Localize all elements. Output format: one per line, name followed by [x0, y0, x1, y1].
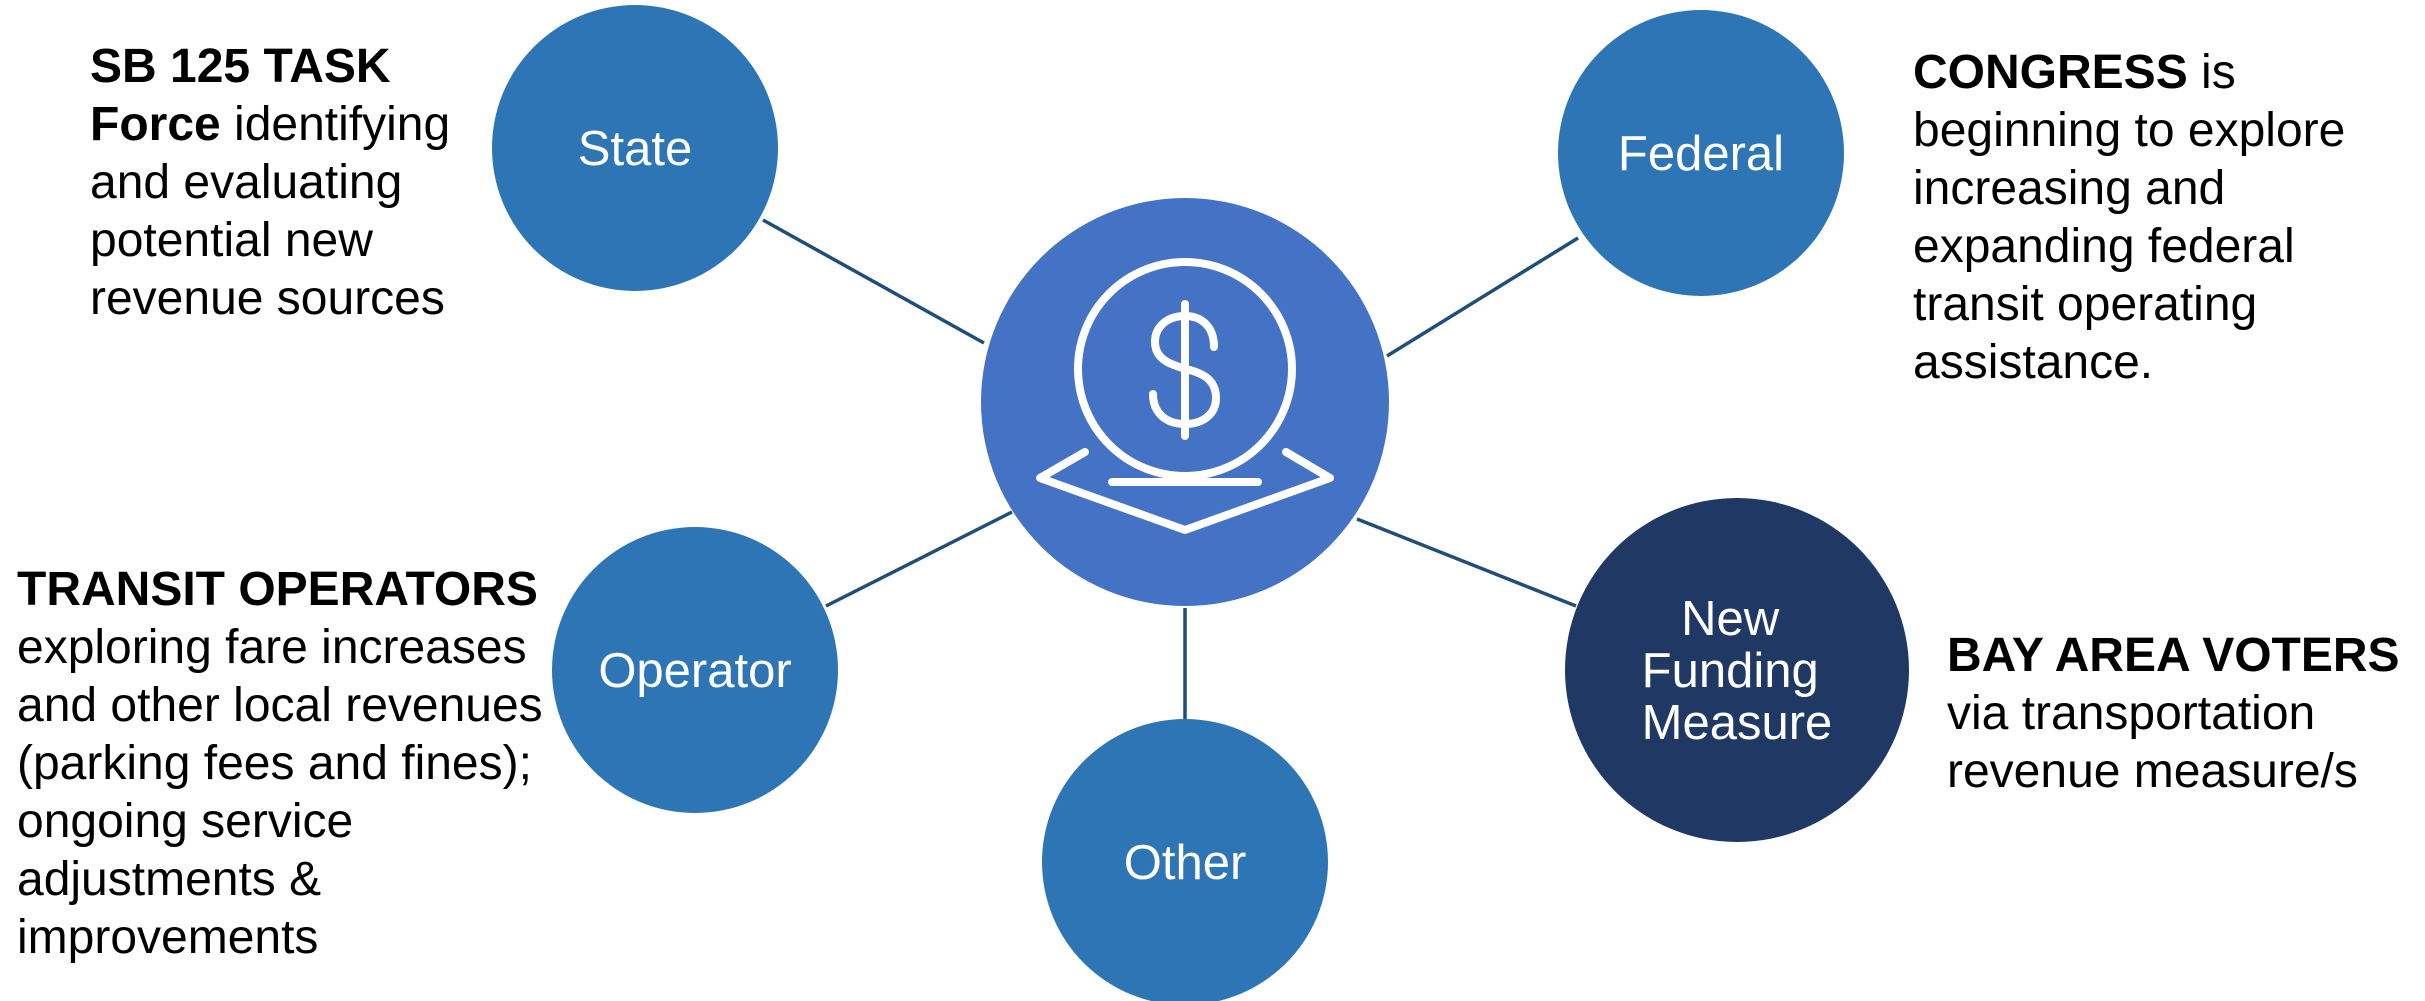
- description-lead: SB 125 TASK Force: [90, 40, 391, 151]
- node-circle: [1565, 498, 1909, 842]
- node-circle: [1042, 719, 1328, 1001]
- connector-state: [762, 218, 985, 345]
- node-federal: Federal: [1558, 10, 1844, 296]
- connector-new-funding-measure: [1356, 517, 1577, 608]
- description-text: is beginning to explore increasing and e…: [1913, 46, 2346, 389]
- connector-operator: [825, 510, 1013, 608]
- node-new-funding-measure: New Funding Measure: [1565, 498, 1909, 842]
- description-text: identifying and evaluating potential new…: [90, 98, 451, 325]
- node-operator: Operator: [552, 527, 838, 813]
- node-state: State: [492, 5, 778, 291]
- node-circle: [1558, 10, 1844, 296]
- description-state: SB 125 TASK Force identifying and evalua…: [90, 38, 490, 328]
- description-lead: TRANSIT OPERATORS: [17, 563, 538, 616]
- connectors: [762, 218, 1579, 722]
- node-other: Other: [1042, 719, 1328, 1001]
- dollar-coin-icon: [1036, 258, 1334, 534]
- node-circle: [492, 5, 778, 291]
- node-label-new-funding-measure: New Funding Measure: [1642, 592, 1833, 750]
- description-lead: BAY AREA VOTERS: [1947, 629, 2400, 682]
- hub: [981, 198, 1389, 606]
- description-federal: CONGRESS is beginning to explore increas…: [1913, 44, 2373, 392]
- node-label-other: Other: [1124, 836, 1247, 890]
- node-circle: [552, 527, 838, 813]
- connector-federal: [1386, 236, 1579, 358]
- node-label-state: State: [578, 122, 692, 176]
- node-label-operator: Operator: [598, 644, 791, 698]
- description-text: exploring fare increases and other local…: [17, 621, 543, 964]
- node-label-federal: Federal: [1618, 127, 1784, 181]
- node-label-line: Measure: [1642, 696, 1833, 750]
- description-lead: CONGRESS: [1913, 46, 2188, 99]
- description-text: via transportation revenue measure/s: [1947, 687, 2358, 798]
- node-label-line: Funding: [1642, 644, 1819, 698]
- node-label-line: New: [1681, 592, 1780, 646]
